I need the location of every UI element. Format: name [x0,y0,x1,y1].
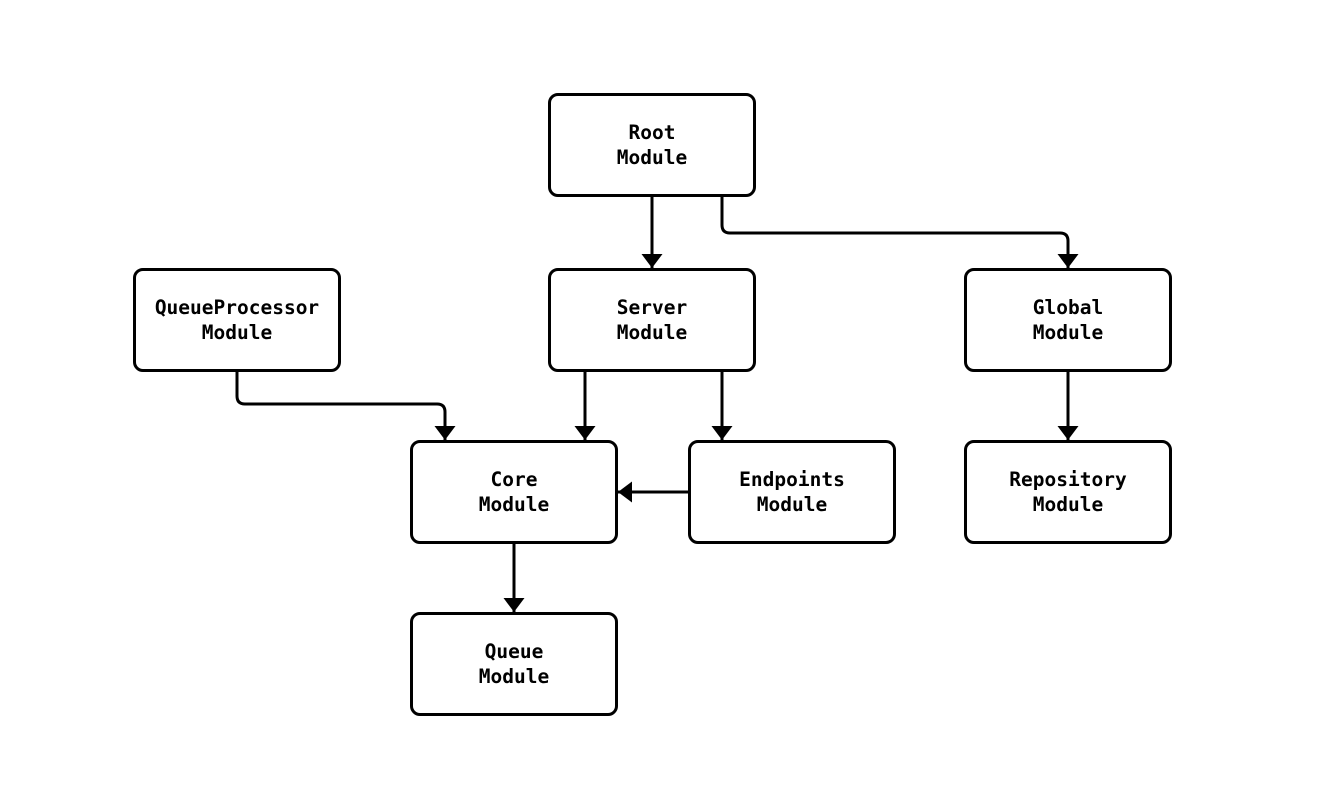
node-label-queue-module: Queue Module [478,640,550,688]
node-label-repository-module: Repository Module [1009,468,1127,516]
node-label-server-module: Server Module [616,296,688,344]
edge-root-to-global [720,197,1079,268]
node-queue-module: Queue Module [410,612,618,716]
node-repository-module: Repository Module [964,440,1172,544]
node-server-module: Server Module [548,268,756,372]
node-label-global-module: Global Module [1032,296,1104,344]
node-label-core-module: Core Module [478,468,550,516]
node-label-endpoints-module: Endpoints Module [739,468,845,516]
edge-queueprocessor-to-core [235,372,456,440]
node-global-module: Global Module [964,268,1172,372]
node-queueprocessor-module: QueueProcessor Module [133,268,341,372]
node-label-queueprocessor-module: QueueProcessor Module [154,296,320,344]
node-core-module: Core Module [410,440,618,544]
node-endpoints-module: Endpoints Module [688,440,896,544]
node-label-root-module: Root Module [616,121,688,169]
node-root-module: Root Module [548,93,756,197]
